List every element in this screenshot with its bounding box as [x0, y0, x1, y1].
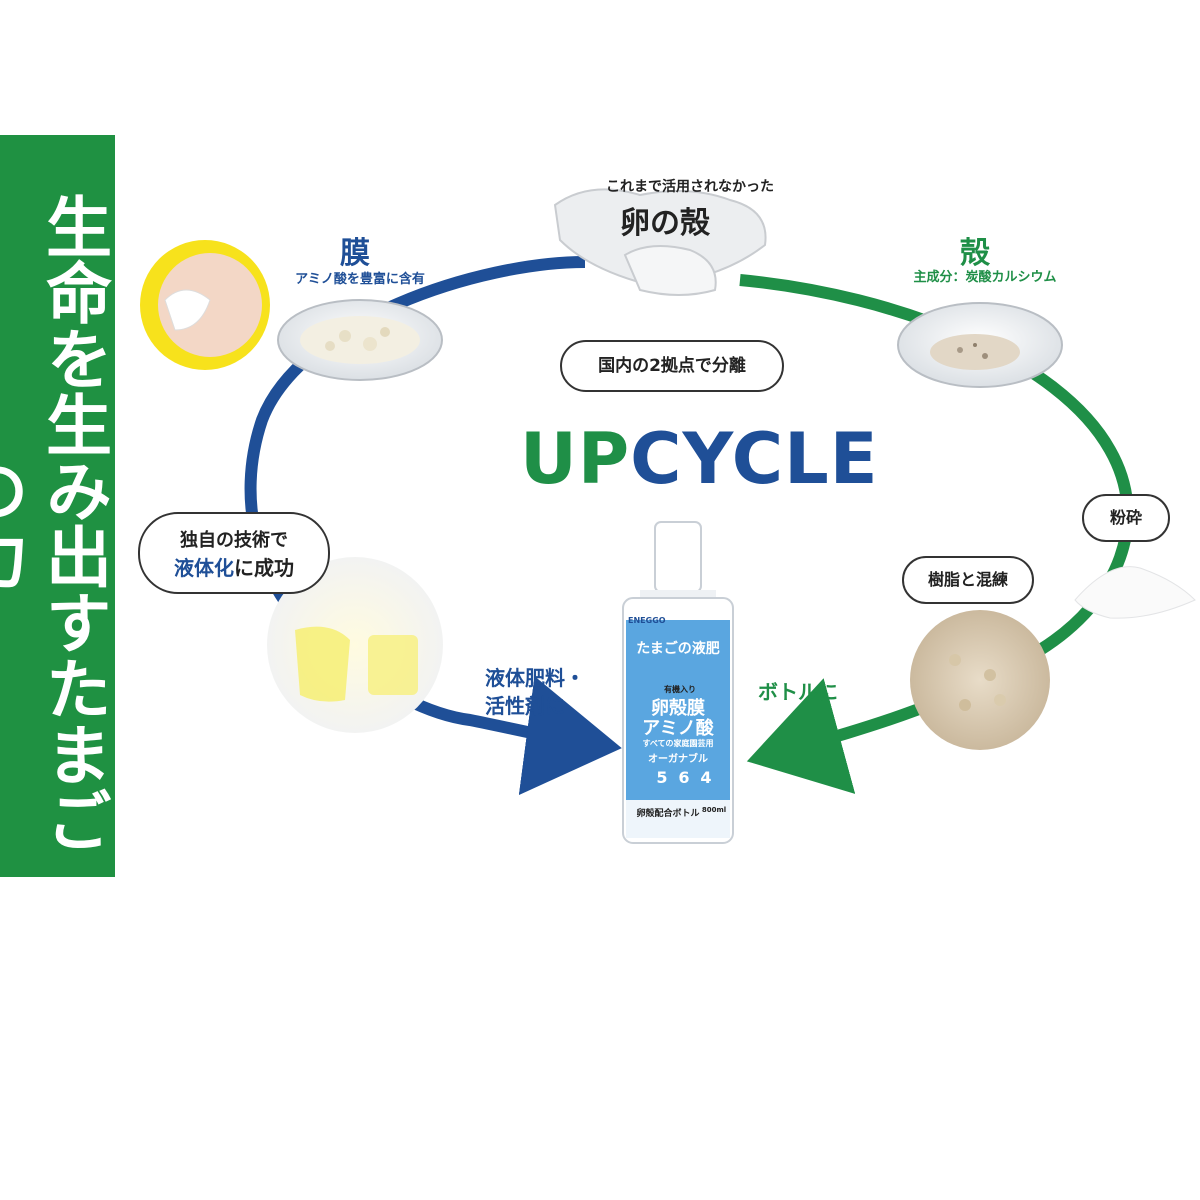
liquid-glassware: [267, 557, 443, 733]
crush-bubble: 粉砕: [1082, 494, 1170, 542]
side-banner: 生命を生み出すたまごの力: [0, 135, 115, 877]
upcycle-up: UP: [520, 418, 631, 500]
bottle-banner: たまごの液肥: [636, 641, 720, 657]
bottle-arrow-label: ボトルに: [758, 680, 838, 704]
mix-bubble: 樹脂と混練: [902, 556, 1034, 604]
liquid-arrow-label-1: 液体肥料・: [485, 666, 585, 690]
membrane-title: 膜: [340, 236, 370, 271]
shell-title: 殻: [960, 236, 990, 271]
liquefy-highlight: 液体化: [174, 556, 234, 580]
bottle-volume: 800ml: [701, 806, 727, 814]
powder-pile: [1074, 566, 1196, 619]
crush-text: 粉砕: [1109, 508, 1142, 527]
upcycle-headline: UPCYCLE: [520, 418, 878, 500]
bottle-line2: 卵殻膜: [651, 698, 705, 719]
membrane-dish: [277, 299, 443, 381]
liquefy-line2: 液体化に成功: [140, 552, 328, 581]
liquefy-bubble: 独自の技術で 液体化に成功: [138, 512, 330, 594]
bottle-line1: 有機入り: [664, 685, 696, 694]
bottle-illustration: [622, 521, 734, 844]
mix-text: 樹脂と混練: [927, 570, 1008, 589]
membrane-closeup: [140, 240, 270, 370]
bottle-footer: 卵殻配合ボトル: [636, 809, 700, 819]
bottle-npk-k: 4: [700, 768, 712, 787]
top-caption: これまで活用されなかった: [606, 179, 774, 195]
eggshell-title: 卵の殻: [620, 206, 710, 241]
liquid-arrow-label-2: 活性剤に: [485, 694, 565, 718]
separation-text: 国内の2拠点で分離: [598, 356, 746, 376]
shell-subtitle: 主成分：炭酸カルシウム: [913, 270, 1057, 285]
bottle-line3: アミノ酸: [642, 718, 714, 739]
pellet-circle: [910, 610, 1050, 750]
bottle-npk-p: 6: [678, 768, 690, 787]
eggshell-illustration: [553, 188, 767, 296]
liquefy-rest: に成功: [234, 556, 294, 580]
bottle-npk-n: 5: [656, 768, 668, 787]
shell-dish: [897, 302, 1063, 388]
banner-text: 生命を生み出すたまごの力: [0, 193, 112, 853]
liquefy-line1: 独自の技術で: [180, 530, 288, 551]
upcycle-cycle: CYCLE: [630, 418, 879, 500]
bottle-line5: オーガナブル: [648, 754, 708, 765]
bottle-brand: ENEGGO: [628, 616, 666, 625]
separation-bubble: 国内の2拠点で分離: [560, 340, 784, 392]
membrane-subtitle: アミノ酸を豊富に含有: [295, 272, 425, 287]
bottle-line4: すべての家庭園芸用: [642, 739, 714, 748]
